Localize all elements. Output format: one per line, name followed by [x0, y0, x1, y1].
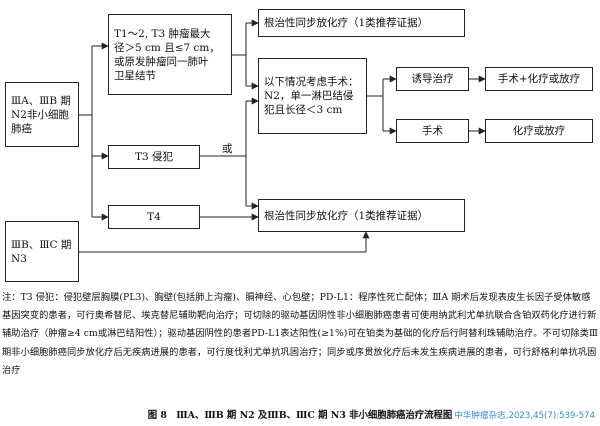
- journal-source: 中华肿瘤杂志,2023,45(7):539-574: [454, 411, 595, 421]
- consider-surgery-box: 以下情况考虑手术： N2，单一淋巴结侵 犯且长径＜3 cm: [258, 58, 367, 134]
- chemo-or-rt-box: 化疗或放疗: [485, 119, 593, 143]
- t3-invasion-box: T3 侵犯: [108, 145, 200, 169]
- flowchart-connectors: [79, 19, 486, 253]
- surgery-chemo-rt-label: 手术+化疗或放疗: [497, 73, 581, 85]
- stage-iiib-iiic-box: ⅢB、ⅢC 期 N3: [5, 221, 79, 282]
- or-label: 或: [222, 143, 233, 155]
- footnote: 注：T3 侵犯：侵犯壁层胸膜(PL3)、胸壁(包括肺上沟瘤)、膈神经、心包壁；P…: [2, 292, 598, 376]
- consider-surgery-label: 以下情况考虑手术： N2，单一淋巴结侵 犯且长径＜3 cm: [264, 76, 359, 116]
- stage-iiib-iiic-label: ⅢB、ⅢC 期 N3: [11, 238, 72, 265]
- radical-chemo-bottom-box: 根治性同步放化疗（1类推荐证据）: [258, 199, 465, 232]
- radical-chemo-bottom-label: 根治性同步放化疗（1类推荐证据）: [264, 209, 429, 222]
- surgery-chemo-rt-box: 手术+化疗或放疗: [485, 67, 593, 91]
- radical-chemo-top-label: 根治性同步放化疗（1类推荐证据）: [264, 17, 429, 29]
- t1-t3-tumor-box: T1～2, T3 肿瘤最大 径＞5 cm 且≤7 cm， 或原发肿瘤同一肺叶 卫…: [108, 14, 232, 95]
- stage-iiia-iiib-box: ⅢA、ⅢB 期 N2非小细胞 肺癌: [5, 82, 79, 147]
- radical-chemo-top-box: 根治性同步放化疗（1类推荐证据）: [258, 9, 465, 37]
- t1-t3-tumor-label: T1～2, T3 肿瘤最大 径＞5 cm 且≤7 cm， 或原发肿瘤同一肺叶 卫…: [114, 27, 220, 82]
- figure-caption: 图 8 ⅢA、ⅢB 期 N2 及ⅢB、ⅢC 期 N3 非小细胞肺癌治疗流程图: [147, 410, 453, 421]
- t4-label: T4: [147, 211, 161, 223]
- induction-therapy-label: 诱导治疗: [411, 73, 454, 85]
- t3-invasion-label: T3 侵犯: [134, 151, 174, 163]
- t4-box: T4: [108, 205, 200, 229]
- chemo-or-rt-label: 化疗或放疗: [512, 125, 566, 137]
- surgery-box: 手术: [396, 119, 469, 143]
- stage-iiia-iiib-label: ⅢA、ⅢB 期 N2非小细胞 肺癌: [11, 94, 71, 135]
- surgery-label: 手术: [422, 125, 443, 137]
- induction-therapy-box: 诱导治疗: [396, 67, 469, 91]
